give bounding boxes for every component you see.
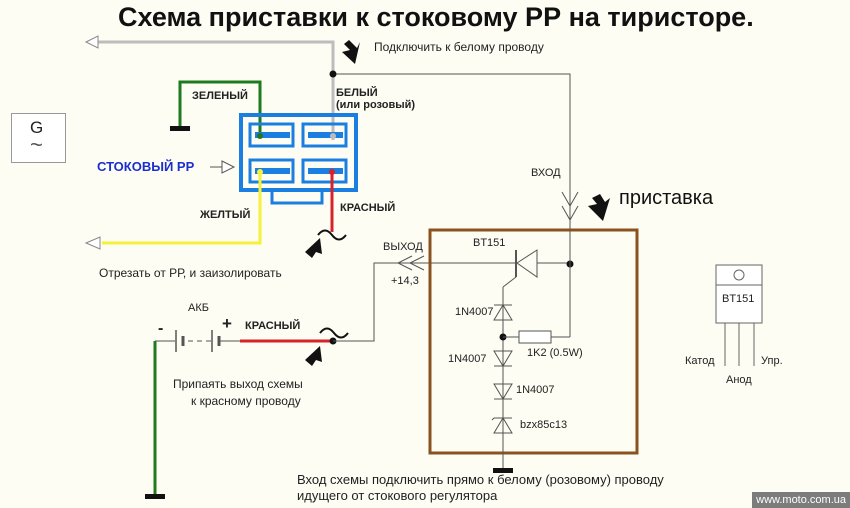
cut-note: Отрезать от РР, и заизолировать <box>99 266 282 280</box>
output-voltage: +14,3 <box>391 275 419 287</box>
thyristor-symbol <box>516 249 538 278</box>
white-wire-label: БЕЛЫЙ <box>336 87 378 99</box>
pointer-arrow-white <box>342 40 360 64</box>
white-wire <box>98 40 335 140</box>
ground-green-bottom <box>145 494 165 499</box>
yellow-wire <box>102 172 262 245</box>
package-hole <box>733 269 745 281</box>
white-wire-arrow <box>84 35 99 49</box>
green-wire-label: ЗЕЛЕНЫЙ <box>192 90 248 102</box>
prefix-box <box>428 228 639 455</box>
white-pin <box>330 133 336 139</box>
battery-plus: + <box>222 314 232 333</box>
bottom-note-line1: Вход схемы подключить прямо к белому (ро… <box>297 472 664 487</box>
yellow-pin <box>257 169 263 175</box>
zener-bar <box>491 417 512 421</box>
diode-1-symbol <box>493 304 513 321</box>
input-label: ВХОД <box>531 167 561 179</box>
yellow-wire-label: ЖЕЛТЫЙ <box>200 209 251 221</box>
input-arrow <box>561 191 579 208</box>
battery-minus: - <box>158 320 164 337</box>
ground-prefix <box>493 468 513 473</box>
prefix-device-label: приставка <box>619 187 714 209</box>
red-wire-top-label: КРАСНЫЙ <box>340 202 396 214</box>
cut-symbol-bottom <box>319 327 349 339</box>
zener-label: bzx85c13 <box>520 419 568 431</box>
pin-cathode-label: Катод <box>685 355 715 367</box>
green-pin <box>257 133 263 139</box>
resistor-symbol <box>518 330 552 344</box>
yellow-wire-arrow <box>84 236 101 250</box>
connect-white-note: Подключить к белому проводу <box>374 40 544 54</box>
output-arrow-2 <box>408 255 425 271</box>
watermark: www.moto.com.ua <box>752 492 850 508</box>
generator-box: G ~ <box>11 113 66 163</box>
ac-wave-icon: ~ <box>30 132 43 157</box>
pointer-arrow-prefix <box>588 194 610 221</box>
output-label: ВЫХОД <box>383 241 423 253</box>
red-wire-bottom-label: КРАСНЫЙ <box>245 320 301 332</box>
diode-3-symbol <box>493 383 513 400</box>
bottom-note-line2: идущего от стокового регулятора <box>297 488 498 503</box>
solder-note-line1: Припаять выход схемы <box>173 377 303 391</box>
generator-label: G <box>30 118 44 137</box>
thyristor-label: BT151 <box>473 237 506 249</box>
diode-2-label: 1N4007 <box>448 353 487 365</box>
green-wire <box>178 80 262 135</box>
zener-symbol <box>493 417 513 434</box>
pin-gate-label: Упр. <box>761 355 783 367</box>
input-arrow-2 <box>561 205 579 222</box>
package-name: BT151 <box>722 293 755 305</box>
stock-rr-label: СТОКОВЫЙ РР <box>97 159 195 174</box>
output-arrow <box>396 255 413 271</box>
output-wire <box>333 262 430 342</box>
gate-wire <box>502 276 517 288</box>
ground-green-top <box>170 126 190 131</box>
diode-2-symbol <box>493 350 513 367</box>
solder-note-line2: к красному проводу <box>191 394 301 408</box>
white-wire-alt-label: (или розовый) <box>336 99 416 111</box>
diode-1-label: 1N4007 <box>455 306 494 318</box>
connector <box>239 113 358 205</box>
cut-symbol-top <box>317 229 347 241</box>
pin-anode-label: Анод <box>726 374 752 386</box>
resistor-label: 1K2 (0.5W) <box>527 347 583 359</box>
pointer-arrow-bottom <box>305 346 322 366</box>
package-body <box>715 264 763 324</box>
pointer-arrow-top <box>305 238 322 258</box>
page-title: Схема приставки к стоковому РР на тирист… <box>118 2 754 32</box>
battery-label: АКБ <box>188 302 209 314</box>
input-wire <box>333 73 571 230</box>
junction-white <box>329 70 337 78</box>
stock-rr-arrow <box>221 160 236 174</box>
red-pin <box>329 169 335 175</box>
diode-3-label: 1N4007 <box>516 384 555 396</box>
